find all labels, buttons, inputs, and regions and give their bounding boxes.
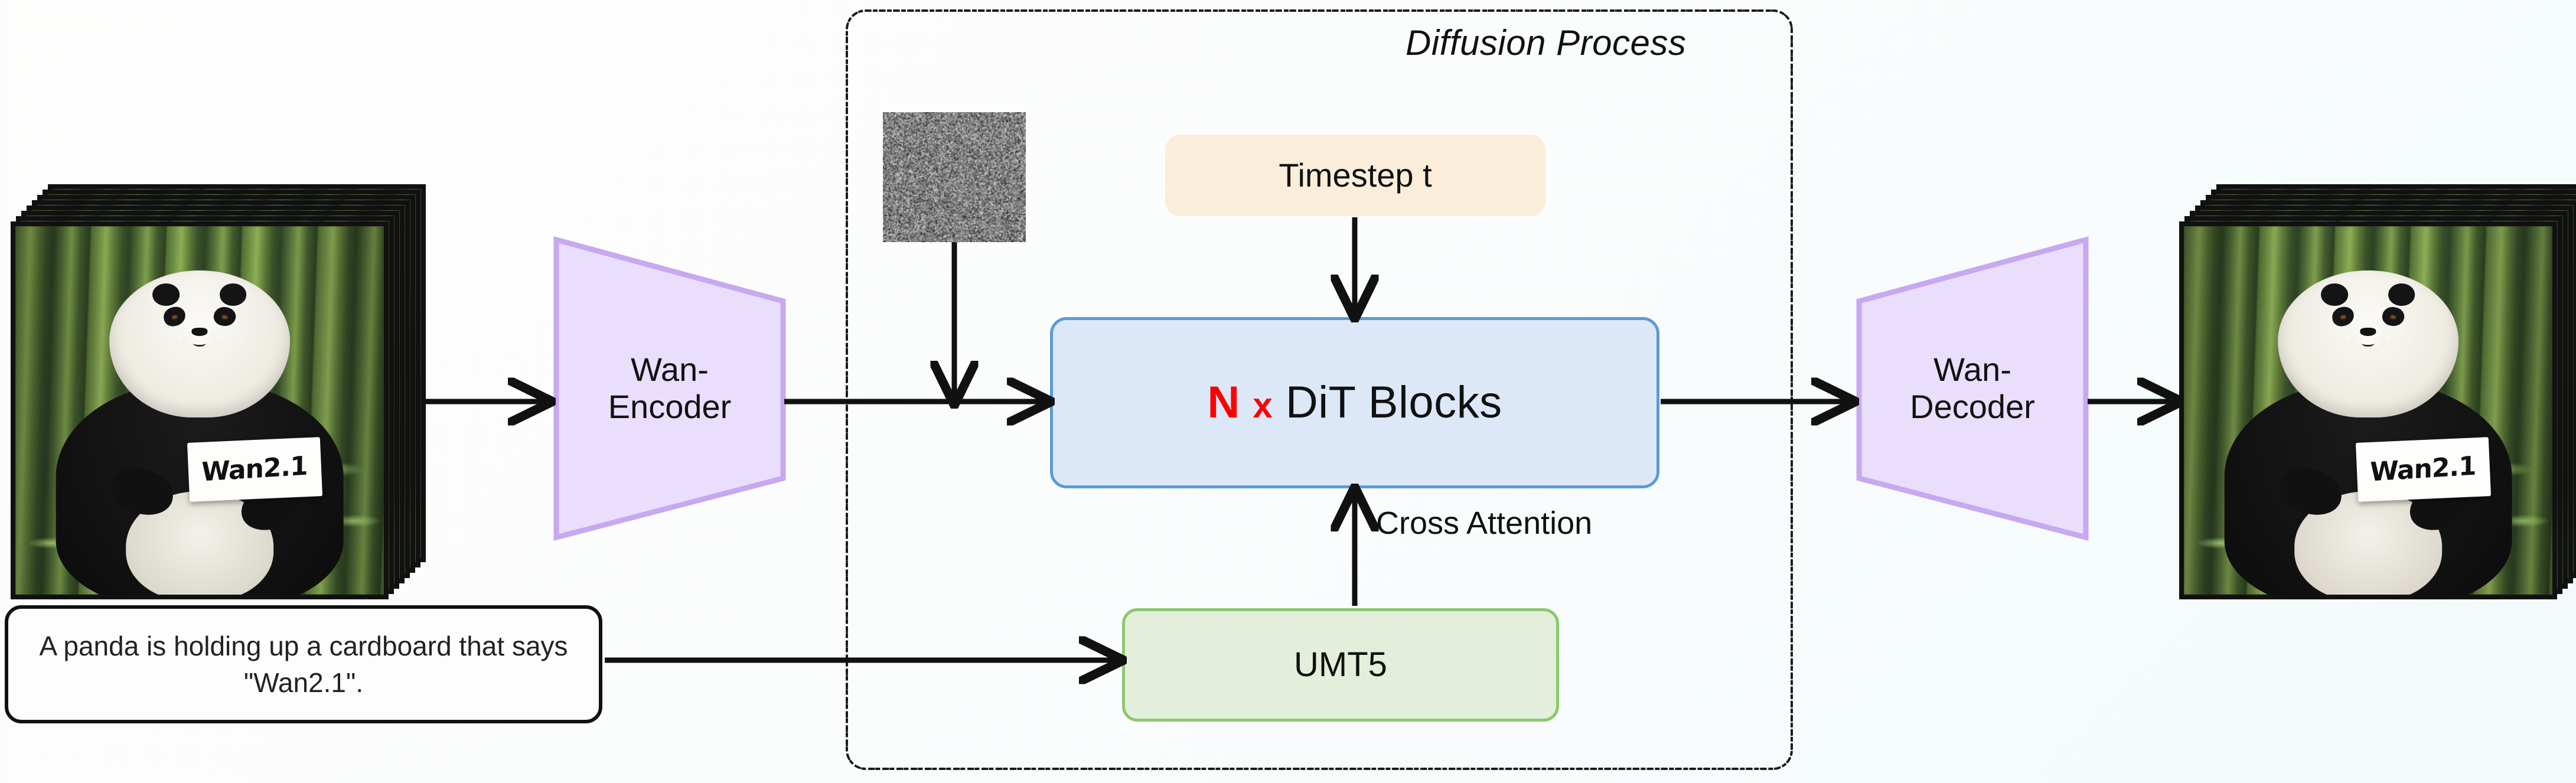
panda-head <box>2278 270 2458 418</box>
dit-n-symbol: N <box>1207 377 1240 428</box>
dit-blocks-label: N x DiT Blocks <box>1207 376 1502 429</box>
frame-scene: Wan2.1 <box>2184 226 2552 595</box>
umt5-label: UMT5 <box>1294 644 1387 686</box>
video-frame: Wan2.1 <box>2179 221 2557 599</box>
cardboard-sign-text: Wan2.1 <box>2370 451 2477 488</box>
cross-attention-label: Cross Attention <box>1376 505 1592 541</box>
noise-latent-patch <box>883 112 1026 242</box>
panda-eye-right <box>2381 305 2406 328</box>
panda-ear-left <box>153 283 180 305</box>
panda-eye-right <box>212 305 237 328</box>
diffusion-process-label: Diffusion Process <box>1406 22 1686 63</box>
timestep-node[interactable]: Timestep t <box>1165 135 1545 216</box>
timestep-label: Timestep t <box>1279 155 1432 195</box>
panda-ear-right <box>2388 283 2415 305</box>
panda-ear-left <box>2321 283 2349 305</box>
panda-ear-right <box>220 283 247 305</box>
text-prompt-value: A panda is holding up a cardboard that s… <box>8 628 599 701</box>
input-video-frame-stack: Wan2.1Wan2.1Wan2.1Wan2.1Wan2.1Wan2.1Wan2… <box>11 184 424 574</box>
encoder-shape <box>552 235 788 542</box>
decoder-shape <box>1854 235 2091 542</box>
frame-scene: Wan2.1 <box>15 226 384 595</box>
text-prompt-node[interactable]: A panda is holding up a cardboard that s… <box>5 605 602 723</box>
panda-eye-left <box>162 305 187 328</box>
wan-encoder-node[interactable]: Wan- Encoder <box>552 235 788 542</box>
cardboard-sign: Wan2.1 <box>187 437 322 502</box>
dit-blocks-node[interactable]: N x DiT Blocks <box>1050 317 1659 488</box>
cardboard-sign-text: Wan2.1 <box>202 451 308 488</box>
cardboard-sign: Wan2.1 <box>2356 437 2491 502</box>
panda-nose <box>191 328 208 336</box>
panda-head <box>109 270 290 418</box>
panda-eye-left <box>2330 305 2356 328</box>
panda-nose <box>2360 328 2376 336</box>
umt5-node[interactable]: UMT5 <box>1122 608 1559 722</box>
video-frame: Wan2.1 <box>11 221 389 599</box>
wan-decoder-node[interactable]: Wan- Decoder <box>1854 235 2091 542</box>
dit-multiply-symbol: x <box>1253 386 1273 425</box>
dit-blocks-text: DiT Blocks <box>1286 377 1502 428</box>
output-video-frame-stack: Wan2.1Wan2.1Wan2.1Wan2.1Wan2.1Wan2.1Wan2… <box>2179 184 2576 574</box>
